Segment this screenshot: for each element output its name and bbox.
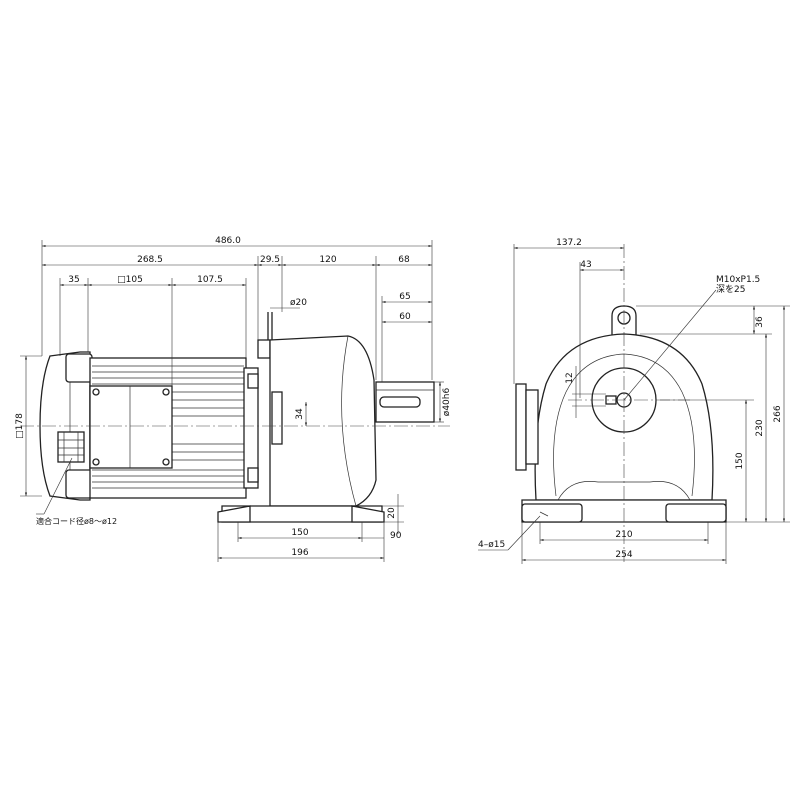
dim-motor-height: □178 <box>15 413 25 439</box>
gearbox-housing <box>269 335 377 507</box>
dim-eye-height: 36 <box>755 316 765 328</box>
dim-flange-gap: 29.5 <box>260 255 280 265</box>
thread-depth: 深を25 <box>716 284 745 295</box>
dim-motor-tail: 107.5 <box>197 275 223 285</box>
dim-foot-pitch: 150 <box>291 528 308 538</box>
dim-shaft-key: 34 <box>295 408 305 420</box>
dim-height-230: 230 <box>755 419 765 436</box>
cable-diameter-note: 適合コード径ø8～ø12 <box>36 516 117 526</box>
dim-motor-box: □105 <box>117 275 143 285</box>
motor-body <box>89 357 247 499</box>
side-dimensions: 486.0 268.5 29.5 120 68 35 □105 107.5 ø2… <box>15 236 452 562</box>
dim-shaft-60: 60 <box>399 312 411 322</box>
dim-base-width: 254 <box>615 550 632 560</box>
cable-gland <box>57 431 85 463</box>
dim-shaft-65: 65 <box>399 292 410 302</box>
dim-foot-base: 196 <box>291 548 308 558</box>
dim-foot-height: 20 <box>387 507 397 519</box>
dim-side-offset: 137.2 <box>556 238 582 248</box>
dim-key-width: 12 <box>565 372 575 383</box>
front-dimensions: 137.2 43 M10xP1.5 深を25 36 266 230 150 12 <box>478 238 790 564</box>
dim-shaft-height: 150 <box>735 452 745 469</box>
thread-spec: M10xP1.5 <box>716 275 760 285</box>
dim-motor-length: 268.5 <box>137 255 163 265</box>
dim-gearbox-length: 120 <box>319 255 336 265</box>
dim-shaft-total: 68 <box>398 255 410 265</box>
output-shaft <box>375 381 435 423</box>
dim-shaft-diameter: ø40h6 <box>442 388 452 417</box>
dim-foot-90: 90 <box>390 531 402 541</box>
dim-bolt-pitch: 210 <box>615 530 632 540</box>
dim-eye-offset: 43 <box>580 260 591 270</box>
terminal-box <box>89 385 173 469</box>
dim-mounting-holes: 4–ø15 <box>478 540 505 550</box>
dim-plug-diameter: ø20 <box>290 298 307 308</box>
dim-total-height: 266 <box>773 405 783 422</box>
dim-terminal-offset: 35 <box>68 275 79 285</box>
front-view <box>515 244 727 562</box>
dim-overall-length: 486.0 <box>215 236 241 246</box>
side-view <box>20 312 450 523</box>
